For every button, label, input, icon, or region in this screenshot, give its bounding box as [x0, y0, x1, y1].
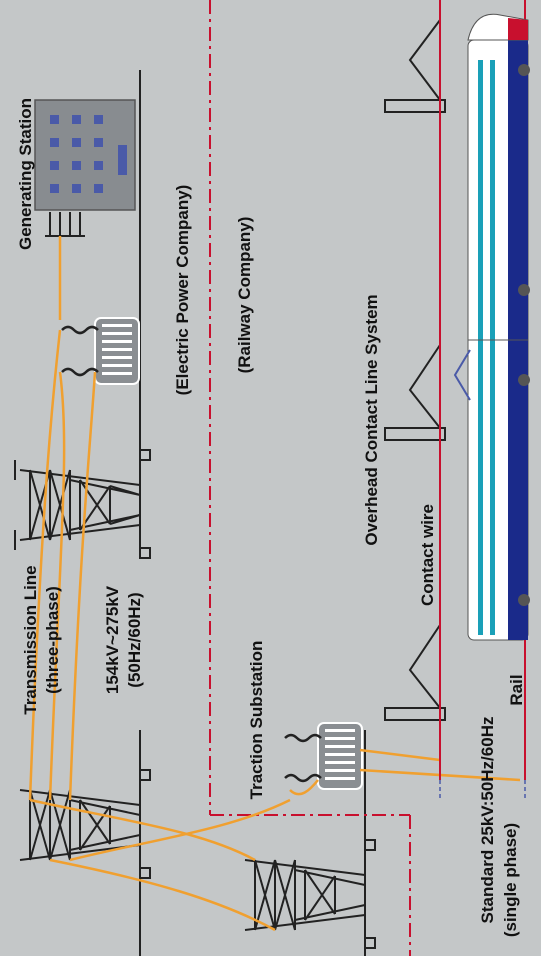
substation-tower: [244, 839, 376, 949]
generating-station-building: [34, 99, 136, 237]
voltage-arrows: [439, 780, 526, 800]
contact-wire-label: Contact wire: [418, 504, 437, 606]
train: [453, 13, 530, 641]
single-phase-label: (single phase): [501, 823, 520, 937]
pantograph: [453, 349, 471, 401]
transmission-wires: [28, 236, 521, 932]
transmission-line-label: Transmission Line: [21, 565, 40, 714]
traction-substation-label: Traction Substation: [247, 641, 266, 800]
generating-station-label: Generating Station: [16, 98, 35, 250]
traction-transformer: [284, 722, 363, 790]
standard-voltage-label: Standard 25kV:50Hz/60Hz: [478, 717, 497, 924]
transmission-tower-1: [14, 449, 151, 559]
electric-power-company-label: (Electric Power Company): [173, 185, 192, 396]
transmission-tower-2: [19, 769, 151, 879]
overhead-contact-line-label: Overhead Contact Line System: [362, 294, 381, 545]
three-phase-label: (three-phase): [43, 586, 62, 694]
voltage-label: 154kV~275kV: [103, 585, 122, 694]
railway-company-label: (Railway Company): [235, 217, 254, 374]
frequency-label: (50Hz/60Hz): [125, 592, 144, 687]
rail-label: Rail: [507, 674, 526, 705]
step-up-transformer: [61, 317, 140, 385]
catenary-poles: [384, 19, 446, 721]
